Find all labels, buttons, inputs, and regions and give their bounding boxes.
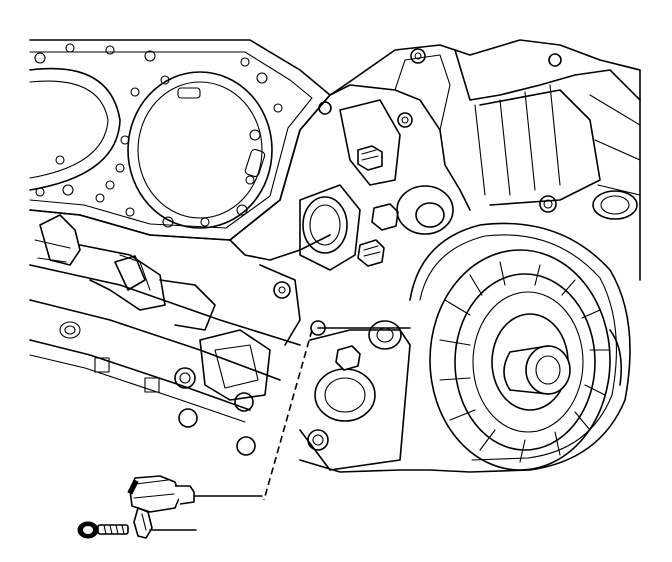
coolant-outlet <box>299 320 431 473</box>
engine-block <box>29 84 346 456</box>
location-leader <box>263 327 411 501</box>
front-cover <box>273 39 641 336</box>
cylinder-bore <box>127 71 273 229</box>
head-bolts <box>357 145 399 267</box>
crankshaft-position-sensor <box>127 475 263 539</box>
crank-hub <box>525 345 571 395</box>
head-gasket <box>29 39 331 241</box>
sensor-bolt <box>77 521 197 539</box>
gasket-holes <box>34 43 283 228</box>
crankshaft-balancer <box>409 222 631 473</box>
